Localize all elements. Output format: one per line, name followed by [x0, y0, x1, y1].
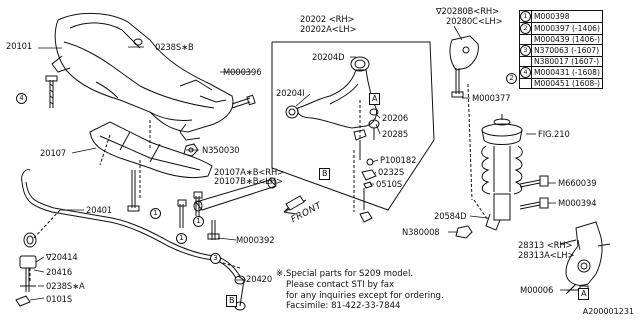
callout-1b: 1: [176, 233, 187, 244]
label-m660039: M660039: [558, 178, 597, 188]
note-line-3: for any inquiries except for ordering.: [286, 290, 444, 301]
label-20280c: 20280C<LH>: [446, 16, 503, 26]
note-line-4: Facsimile: 81-422-33-7844: [286, 301, 401, 312]
label-0101s: 0101S: [46, 294, 73, 304]
callout-4: 4: [16, 93, 27, 104]
label-m000396: M000396: [223, 67, 262, 77]
label-20401: 20401: [86, 205, 113, 215]
label-20202-rh: 20202 <RH>: [300, 14, 355, 24]
label-20206: 20206: [382, 113, 409, 123]
label-20416: 20416: [46, 267, 73, 277]
label-20414: ∇20414: [46, 252, 78, 262]
legend-row: N380017 (1607-): [519, 56, 603, 67]
label-20204i: 20204I: [276, 88, 305, 98]
label-20280b: ∇20280B<RH>: [436, 6, 500, 16]
ref-box-b-lower: B: [226, 295, 238, 307]
leader-lines: [30, 26, 580, 300]
label-20107b: 20107B∗B<LH>: [214, 176, 283, 186]
ball-joint-drawing: [360, 109, 379, 222]
support-plate-drawing: [90, 122, 212, 178]
special-parts-note: ※.Special parts for S209 model. Please c…: [276, 269, 444, 312]
legend-row: M000439 (1406-): [519, 34, 603, 45]
legend-number-cell: [519, 78, 532, 89]
label-m00006: M00006: [520, 285, 554, 295]
label-28313a-lh: 28313A<LH>: [518, 250, 575, 260]
legend-number-cell: 3: [519, 44, 532, 57]
link-20107a-drawing: [194, 178, 276, 211]
legend-part: M000439 (1406-): [531, 34, 603, 45]
legend-row: M000451 (1608-): [519, 78, 603, 89]
front-arrow-drawing: [284, 196, 306, 214]
label-n350030: N350030: [202, 145, 240, 155]
callout-2: 2: [506, 73, 517, 84]
legend-number: 2: [520, 23, 531, 34]
legend-part: M000451 (1608-): [531, 78, 603, 89]
diagram-id: A200001231: [582, 307, 634, 316]
label-fig210: FIG.210: [538, 129, 570, 139]
label-n380008: N380008: [402, 227, 440, 237]
label-0238s-b: 0238S∗B: [155, 42, 194, 52]
legend-number: 1: [520, 11, 531, 22]
control-arm-frame: [272, 42, 434, 210]
legend-number: 3: [520, 45, 531, 56]
note-line-1: ※.Special parts for S209 model.: [276, 269, 414, 279]
strut-assembly-drawing: [482, 114, 523, 230]
legend-number-cell: 4: [519, 66, 532, 79]
legend-part: N380017 (1607-): [531, 56, 603, 67]
label-m000394: M000394: [558, 198, 597, 208]
leader-lines-dashed: [30, 84, 488, 282]
crossmember-drawing: [52, 13, 233, 140]
label-20101: 20101: [6, 41, 33, 51]
legend-number-cell: 2: [519, 22, 532, 35]
label-20285: 20285: [382, 129, 409, 139]
legend-number-cell: [519, 34, 532, 45]
label-0238s-a: 0238S∗A: [46, 281, 85, 291]
bolt-m000396-drawing: [232, 95, 255, 108]
ref-box-a-upper: A: [369, 93, 381, 105]
legend-number: 4: [520, 67, 531, 78]
ref-box-a-lower: A: [578, 288, 590, 300]
callout-1a: 1: [150, 208, 161, 219]
label-20204d: 20204D: [312, 52, 345, 62]
bolt-4-drawing: [46, 76, 57, 108]
control-arm-drawing: [286, 57, 377, 160]
legend-number-cell: [519, 56, 532, 67]
legend-part: N370063 (-1607): [531, 44, 603, 57]
label-m000377: M000377: [472, 93, 511, 103]
callout-1c: 1: [193, 216, 204, 227]
label-p100182: P100182: [380, 155, 417, 165]
legend-part: M000398: [531, 10, 603, 23]
strut-bolts-drawing: [520, 176, 548, 209]
label-0510s: 0510S: [376, 179, 403, 189]
nut-n380008-drawing: [456, 226, 472, 238]
label-28313-rh: 28313 <RH>: [518, 240, 573, 250]
label-20107: 20107: [40, 148, 67, 158]
legend-part: M000397 (-1406): [531, 22, 603, 35]
bracket-20280-drawing: [450, 36, 478, 97]
label-20420: 20420: [246, 274, 273, 284]
callout-3: 3: [210, 253, 221, 264]
note-line-2: Please contact STI by fax: [286, 279, 395, 290]
label-m000392: M000392: [236, 235, 275, 245]
label-20202a-lh: 20202A<LH>: [300, 24, 357, 34]
bolts-lower-drawing: [128, 170, 219, 240]
label-20107a: 20107A∗B<RH>: [214, 167, 285, 177]
ref-box-b-upper: B: [319, 168, 331, 180]
legend-number-cell: 1: [519, 10, 532, 23]
legend-part: M000431 (-1608): [531, 66, 603, 79]
label-20584d: 20584D: [434, 211, 467, 221]
label-0232s: 0232S: [378, 167, 405, 177]
